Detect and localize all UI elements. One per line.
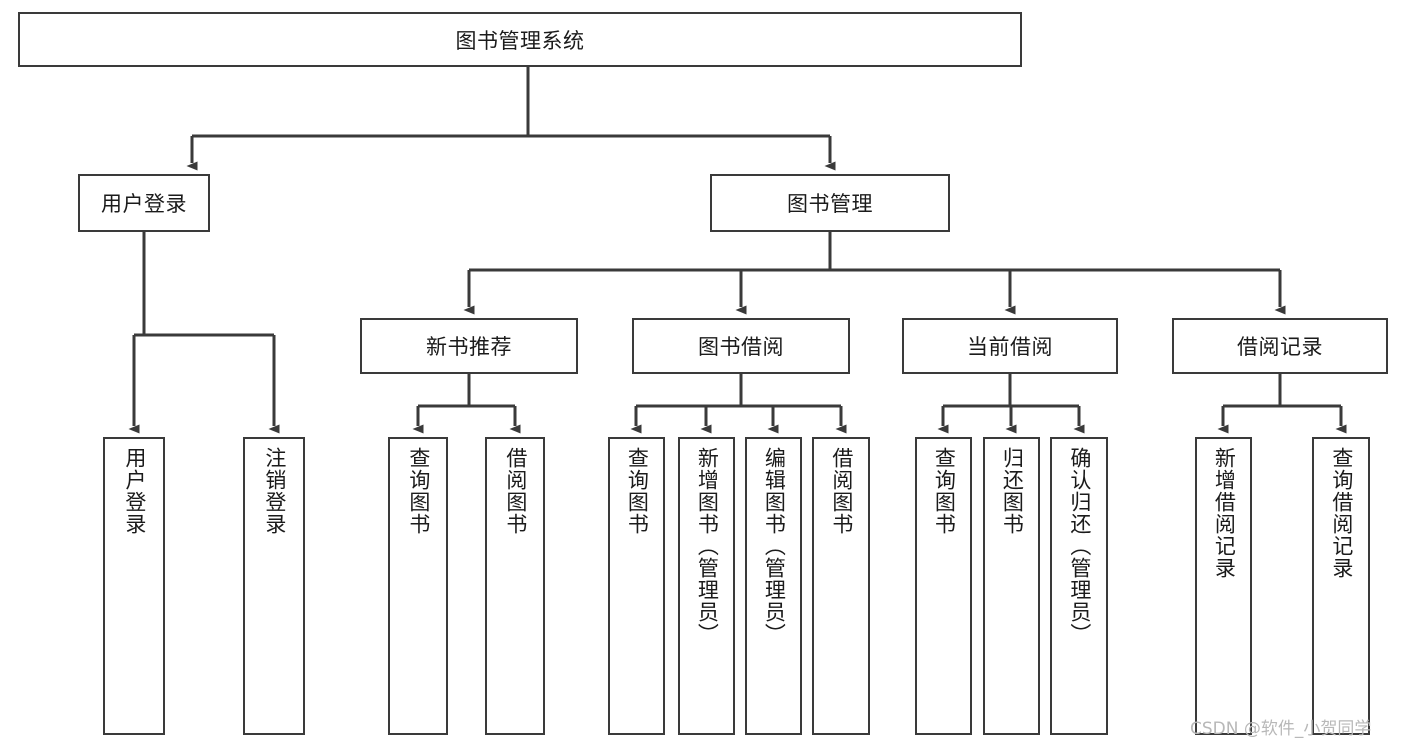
node-book-borrow[interactable]: 图书借阅: [632, 318, 850, 374]
node-book-borrow-label: 图书借阅: [698, 335, 784, 359]
leaf-borrow-book[interactable]: 借阅图书: [812, 437, 870, 735]
node-current-borrow-label: 当前借阅: [967, 335, 1053, 359]
leaf-user-login[interactable]: 用户登录: [103, 437, 165, 735]
leaf-query-book-borrow-label: 查询图书: [625, 447, 650, 535]
leaf-borrow-book-label: 借阅图书: [829, 447, 854, 535]
leaf-query-book-borrow[interactable]: 查询图书: [608, 437, 665, 735]
node-user-login-label: 用户登录: [101, 192, 187, 216]
leaf-user-login-label: 用户登录: [122, 447, 147, 535]
leaf-add-borrow-record[interactable]: 新增借阅记录: [1195, 437, 1252, 735]
leaf-return-book[interactable]: 归还图书: [983, 437, 1040, 735]
leaf-logout-label: 注销登录: [262, 447, 287, 535]
leaf-logout[interactable]: 注销登录: [243, 437, 305, 735]
node-user-login[interactable]: 用户登录: [78, 174, 210, 232]
node-root[interactable]: 图书管理系统: [18, 12, 1022, 67]
node-root-label: 图书管理系统: [455, 28, 585, 53]
node-borrow-records-label: 借阅记录: [1237, 335, 1323, 359]
leaf-add-book-admin-label: 新增图书（管理员）: [695, 447, 720, 645]
leaf-return-book-label: 归还图书: [1000, 447, 1025, 535]
leaf-edit-book-admin-label: 编辑图书（管理员）: [762, 447, 787, 645]
leaf-borrow-book-recommend-label: 借阅图书: [503, 447, 528, 535]
node-book-management[interactable]: 图书管理: [710, 174, 950, 232]
node-new-book-recommend[interactable]: 新书推荐: [360, 318, 578, 374]
node-new-book-recommend-label: 新书推荐: [426, 335, 512, 359]
leaf-edit-book-admin[interactable]: 编辑图书（管理员）: [745, 437, 802, 735]
leaf-borrow-book-recommend[interactable]: 借阅图书: [485, 437, 545, 735]
node-book-management-label: 图书管理: [787, 192, 873, 216]
leaf-query-book-recommend-label: 查询图书: [406, 447, 431, 535]
leaf-confirm-return-admin-label: 确认归还（管理员）: [1067, 447, 1092, 645]
leaf-query-borrow-record[interactable]: 查询借阅记录: [1312, 437, 1370, 735]
leaf-query-book-recommend[interactable]: 查询图书: [388, 437, 448, 735]
leaf-confirm-return-admin[interactable]: 确认归还（管理员）: [1050, 437, 1108, 735]
leaf-add-borrow-record-label: 新增借阅记录: [1212, 447, 1237, 579]
leaf-query-book-current-label: 查询图书: [932, 447, 957, 535]
leaf-query-book-current[interactable]: 查询图书: [915, 437, 972, 735]
leaf-query-borrow-record-label: 查询借阅记录: [1329, 447, 1354, 579]
leaf-add-book-admin[interactable]: 新增图书（管理员）: [678, 437, 735, 735]
node-borrow-records[interactable]: 借阅记录: [1172, 318, 1388, 374]
node-current-borrow[interactable]: 当前借阅: [902, 318, 1118, 374]
